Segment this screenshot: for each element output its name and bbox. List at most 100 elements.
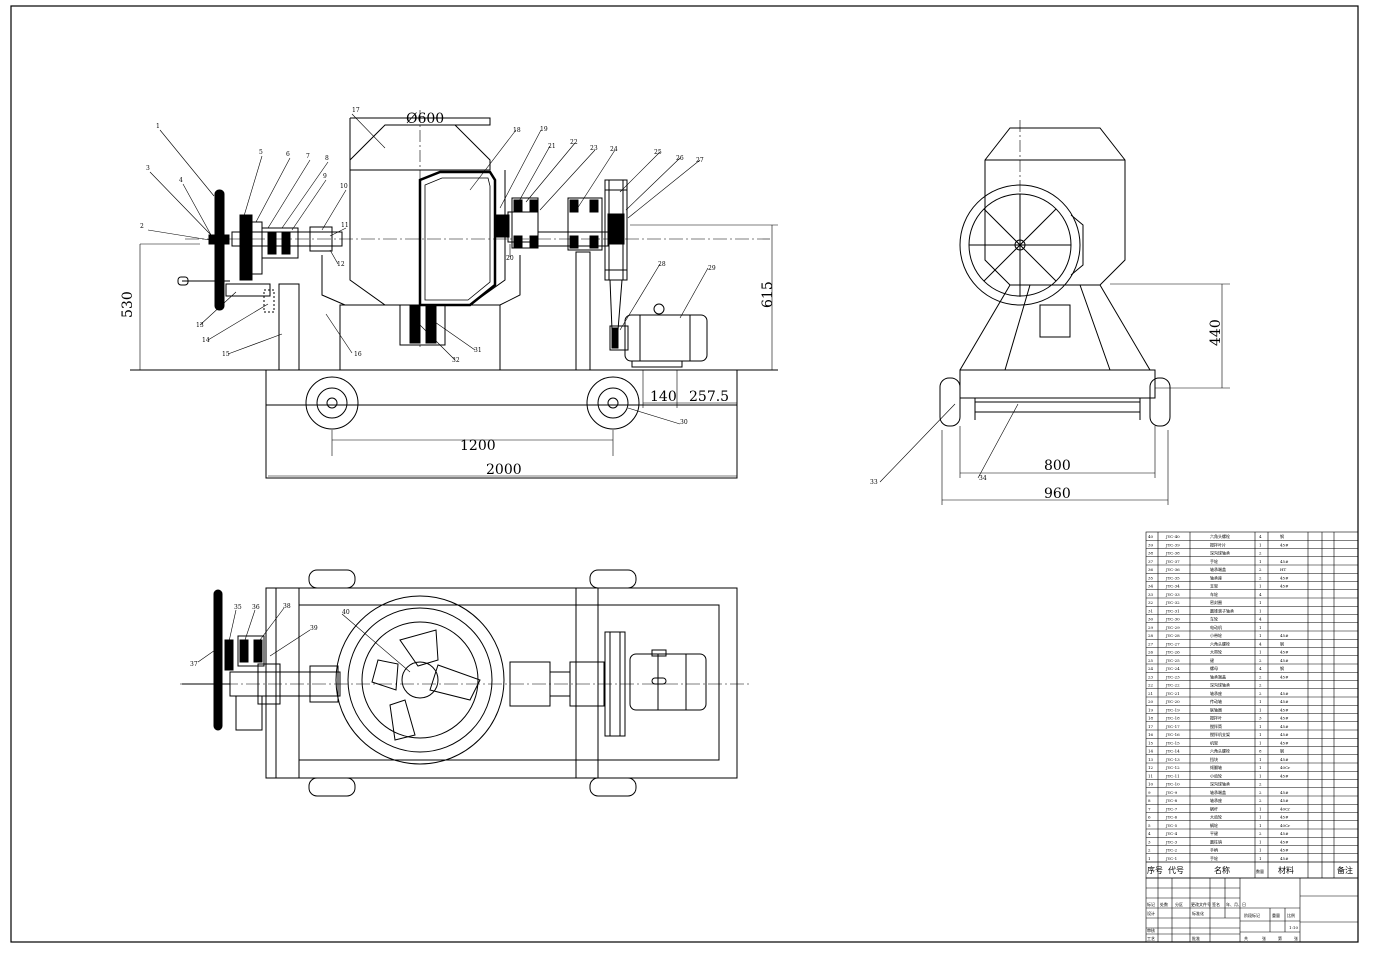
header-no: 序号 [1147, 865, 1163, 875]
row-name: 轴承座 [1210, 574, 1222, 580]
row-no: 15 [1148, 740, 1154, 745]
row-code: JYC-22 [1165, 683, 1180, 688]
row-no: 12 [1148, 765, 1154, 770]
row-material: 45# [1280, 699, 1289, 704]
part-label-39: 39 [310, 625, 318, 632]
tb-page-of: 张 [1294, 935, 1298, 941]
row-material: 45# [1280, 716, 1289, 721]
dim-960: 960 [1044, 486, 1071, 502]
row-qty: 1 [1259, 732, 1262, 737]
row-material: 45# [1280, 790, 1289, 795]
row-no: 5 [1148, 823, 1151, 828]
row-qty: 2 [1259, 798, 1262, 803]
row-no: 38 [1148, 551, 1154, 556]
row-material: 45# [1280, 691, 1289, 696]
tb-weight: 重量 [1272, 912, 1280, 918]
row-no: 22 [1148, 683, 1154, 688]
part-label-16: 16 [354, 351, 362, 358]
row-no: 11 [1148, 773, 1153, 778]
row-name: 手柄 [1210, 847, 1218, 853]
row-qty: 1 [1259, 823, 1262, 828]
row-material: 钢 [1280, 748, 1284, 754]
row-no: 40 [1148, 534, 1154, 539]
row-qty: 3 [1259, 716, 1262, 721]
part-label-28: 28 [658, 261, 666, 268]
row-no: 37 [1148, 559, 1154, 564]
row-no: 23 [1148, 674, 1154, 679]
tb-date: 年、月、日 [1226, 901, 1246, 907]
row-qty: 1 [1259, 815, 1262, 820]
row-name: 手轮 [1210, 855, 1218, 861]
row-name: 车轮 [1210, 616, 1218, 622]
row-qty: 1 [1259, 584, 1262, 589]
part-label-30: 30 [680, 419, 688, 426]
part-label-15: 15 [222, 351, 230, 358]
row-name: 机架 [1210, 739, 1218, 745]
dim-530: 530 [120, 291, 136, 318]
part-label-5: 5 [259, 149, 263, 156]
row-name: 搅拌机支架 [1210, 731, 1230, 737]
side-view [879, 120, 1230, 505]
row-no: 35 [1148, 575, 1154, 580]
row-name: 大带轮 [1210, 649, 1222, 655]
part-label-6: 6 [286, 151, 290, 158]
row-no: 19 [1148, 707, 1154, 712]
dim-140: 140 [650, 389, 677, 405]
row-code: JYC-32 [1165, 600, 1180, 605]
row-no: 4 [1148, 831, 1151, 836]
part-label-25: 25 [654, 149, 662, 156]
dim-440: 440 [1208, 319, 1224, 346]
row-qty: 1 [1259, 757, 1262, 762]
row-name: 支架 [1210, 583, 1218, 589]
row-material: 钢 [1280, 665, 1284, 671]
row-no: 16 [1148, 732, 1154, 737]
row-qty: 2 [1259, 782, 1262, 787]
row-qty: 1 [1259, 633, 1262, 638]
row-material: 钢 [1280, 533, 1284, 539]
row-name: 圆柱销 [1210, 838, 1222, 844]
row-code: JYC-12 [1165, 765, 1180, 770]
row-name: 搅拌筒 [1210, 723, 1222, 729]
row-name: 平键 [1210, 830, 1218, 836]
row-qty: 2 [1259, 683, 1262, 688]
row-code: JYC-26 [1165, 650, 1180, 655]
row-qty: 1 [1259, 650, 1262, 655]
row-name: 蜗轮 [1210, 822, 1218, 828]
row-material: 45# [1280, 559, 1289, 564]
row-code: JYC-34 [1165, 584, 1180, 589]
part-label-2: 2 [140, 223, 144, 230]
row-no: 8 [1148, 798, 1151, 803]
row-no: 27 [1148, 641, 1154, 646]
row-code: JYC-8 [1165, 798, 1178, 803]
row-code: JYC-1 [1165, 856, 1177, 861]
dim-800: 800 [1044, 458, 1071, 474]
header-name: 名称 [1214, 865, 1230, 875]
motor [609, 303, 708, 368]
row-name: 电动机 [1210, 624, 1222, 630]
row-material: 40Cr [1280, 823, 1290, 828]
row-material: 45# [1280, 575, 1289, 580]
row-code: JYC-25 [1165, 658, 1180, 663]
row-material: 钢 [1280, 640, 1284, 646]
row-code: JYC-23 [1165, 674, 1180, 679]
row-material: 45# [1280, 740, 1289, 745]
row-code: JYC-15 [1165, 740, 1180, 745]
row-code: JYC-10 [1165, 782, 1180, 787]
part-label-40: 40 [342, 609, 350, 616]
row-no: 9 [1148, 790, 1151, 795]
front-wheel-right [586, 376, 640, 430]
part-label-8: 8 [325, 155, 329, 162]
row-no: 32 [1148, 600, 1154, 605]
dim-615: 615 [760, 281, 776, 308]
header-note: 备注 [1337, 865, 1353, 875]
row-code: JYC-33 [1165, 592, 1180, 597]
row-no: 26 [1148, 650, 1154, 655]
row-code: JYC-9 [1165, 790, 1178, 795]
row-code: JYC-19 [1165, 707, 1180, 712]
row-name: 手轮 [1210, 558, 1218, 564]
row-no: 29 [1148, 625, 1154, 630]
tb-standard: 标准化 [1192, 910, 1204, 916]
row-qty: 2 [1259, 691, 1262, 696]
